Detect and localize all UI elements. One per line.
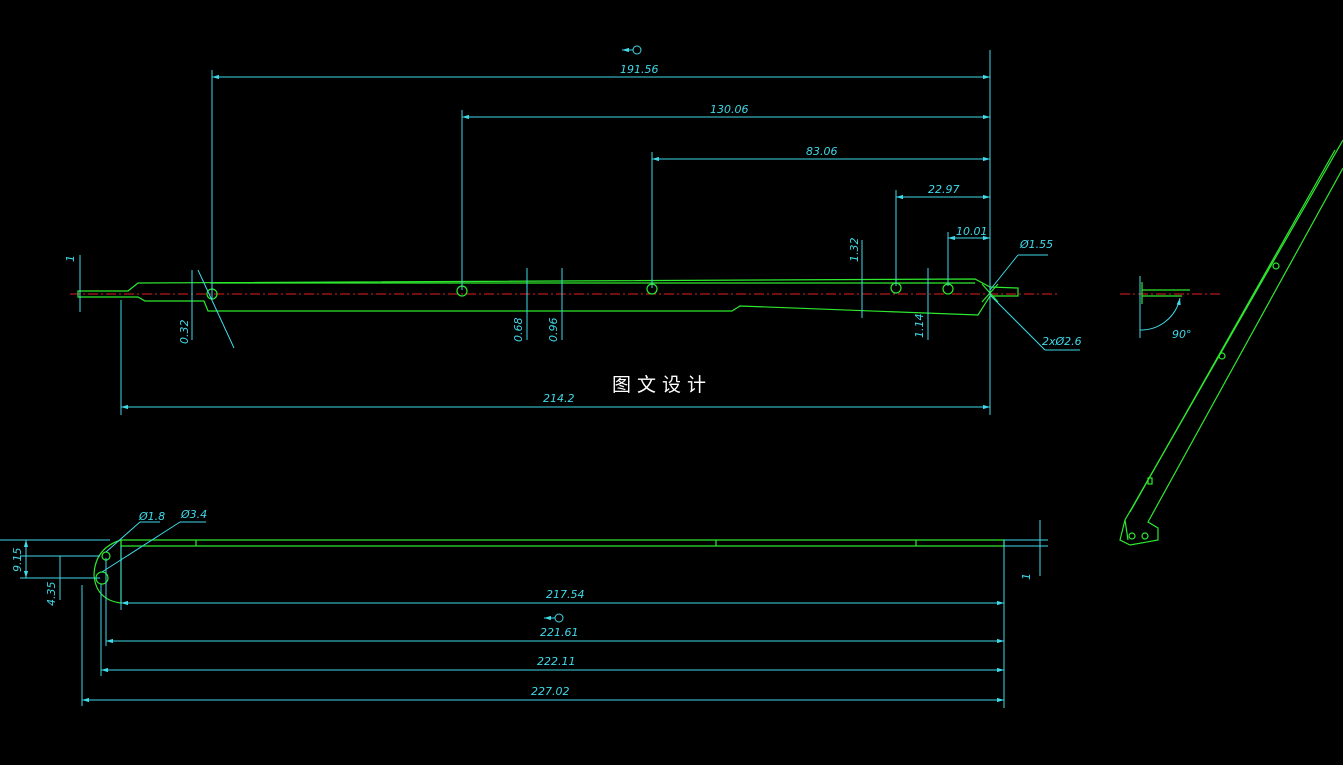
dim-191: 191.56: [620, 63, 659, 76]
dim-032: 0.32: [178, 320, 191, 345]
dim-221: 221.61: [540, 626, 579, 639]
dim-217: 217.54: [546, 588, 585, 601]
dim-phi2: 2xØ2.6: [1042, 335, 1082, 348]
view-reference-2: [544, 613, 564, 623]
dim-227: 227.02: [531, 685, 570, 698]
top-part-outline: [77, 278, 1019, 316]
top-view: 191.56 130.06 83.06 22.97 10.01 Ø1.55 2x…: [64, 45, 1220, 415]
dim-132: 1.32: [848, 238, 861, 263]
dim-phi34: Ø3.4: [180, 508, 207, 521]
dim-068: 0.68: [512, 318, 525, 343]
dim-222: 222.11: [537, 655, 576, 668]
dim-phi155: Ø1.55: [1019, 238, 1053, 251]
dim-phi18: Ø1.8: [138, 510, 165, 523]
iso-view: [1119, 139, 1343, 546]
dim-096: 0.96: [547, 318, 560, 343]
angle-view: 90°: [1139, 276, 1192, 341]
bottom-part-outline: [120, 539, 1005, 547]
dim-214: 214.2: [543, 392, 575, 405]
dim-1-top: 1: [64, 255, 77, 262]
extension-lines: [79, 50, 1046, 415]
view-reference-1: [622, 45, 642, 55]
dim-angle: 90°: [1172, 328, 1192, 341]
dim-114: 1.14: [913, 314, 926, 339]
dim-435: 4.35: [45, 582, 58, 607]
watermark: 图文设计: [612, 374, 713, 396]
dim-10: 10.01: [956, 225, 988, 238]
bottom-part-end: [93, 539, 122, 604]
dim-83: 83.06: [806, 145, 838, 158]
dim-1-bottom: 1: [1020, 573, 1033, 580]
dim-915: 9.15: [11, 548, 24, 573]
dim-130: 130.06: [710, 103, 749, 116]
angle-arc: [1139, 297, 1181, 331]
bottom-view: Ø1.8 Ø3.4 217.54 221.61 222.11 227.02 9.…: [0, 508, 1048, 708]
dim-22: 22.97: [928, 183, 960, 196]
bottom-extension-lines: [0, 521, 1048, 708]
